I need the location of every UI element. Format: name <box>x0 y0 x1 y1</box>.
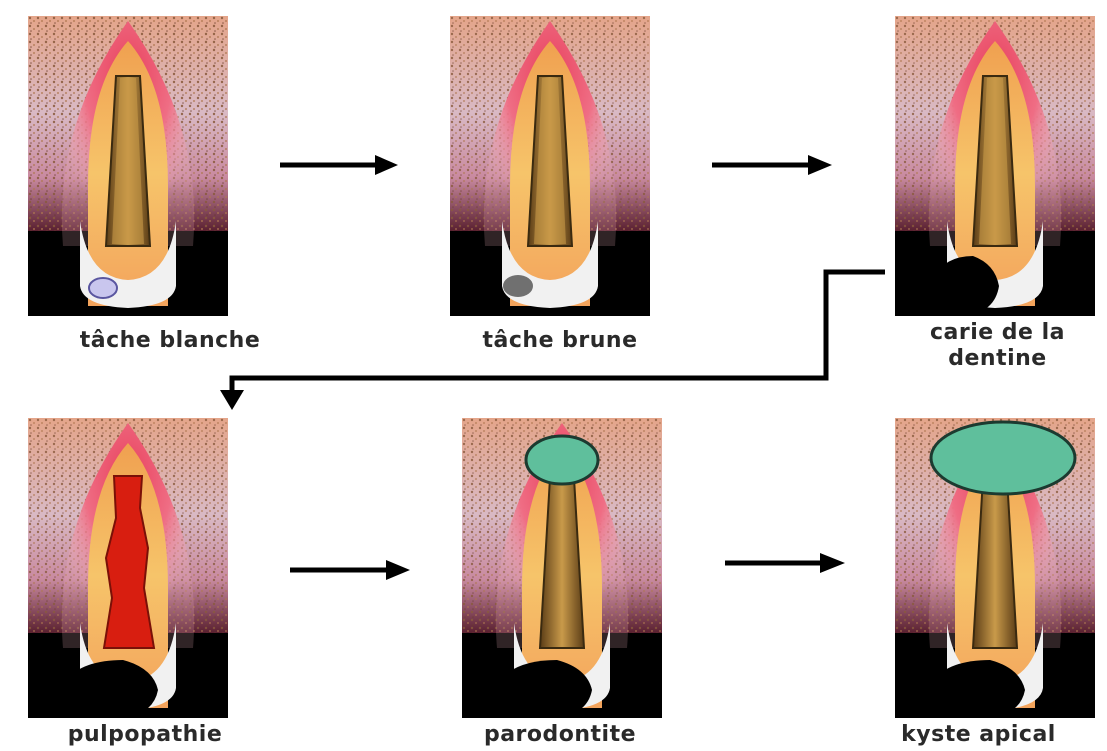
caption-stage-1: tâche blanche <box>20 328 320 354</box>
arrow-2-to-3 <box>712 155 832 175</box>
cyst-lesion <box>931 422 1075 494</box>
tooth-panel-4 <box>28 418 228 718</box>
tooth-illustration <box>450 16 650 316</box>
tooth-illustration <box>462 418 662 718</box>
caption-stage-5: parodontite <box>430 722 690 748</box>
arrow-1-to-2 <box>280 155 398 175</box>
apical-lesion <box>526 436 598 484</box>
tooth-panel-2 <box>450 16 650 316</box>
brown-spot-lesion <box>503 275 533 297</box>
caption-stage-2: tâche brune <box>420 328 700 354</box>
arrow-4-to-5 <box>290 560 410 580</box>
tooth-panel-6 <box>895 418 1095 718</box>
tooth-illustration <box>28 418 228 718</box>
arrow-5-to-6 <box>725 553 845 573</box>
tooth-illustration <box>895 418 1095 718</box>
caption-stage-4: pulpopathie <box>20 722 270 748</box>
tooth-panel-3 <box>895 16 1095 316</box>
tooth-illustration <box>28 16 228 316</box>
caption-stage-3: carie de la dentine <box>890 320 1105 372</box>
tooth-panel-1 <box>28 16 228 316</box>
white-spot-lesion <box>89 278 117 298</box>
tooth-panel-5 <box>462 418 662 718</box>
tooth-illustration <box>895 16 1095 316</box>
caption-stage-6: kyste apical <box>850 722 1107 748</box>
